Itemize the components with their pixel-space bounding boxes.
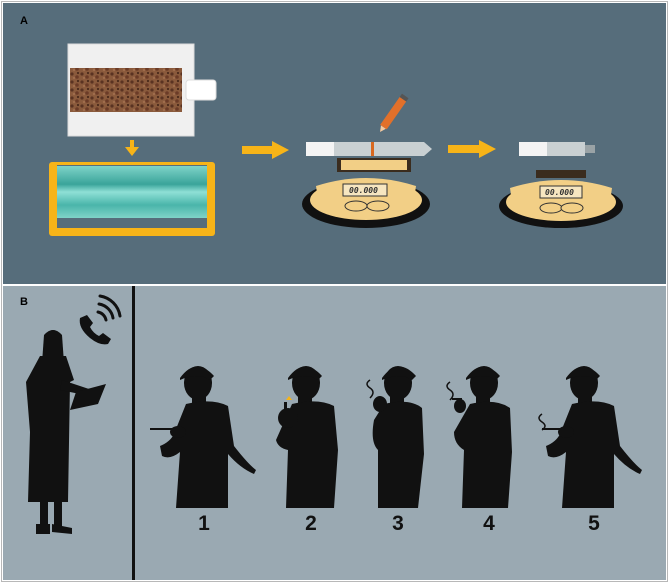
subject-number-4: 4	[483, 512, 495, 535]
smoker-silhouette-4	[446, 366, 512, 508]
smoker-silhouette-5	[538, 366, 642, 508]
arrow-down-icon	[125, 140, 139, 156]
interviewer-silhouette	[26, 330, 106, 534]
cigarette-with-mark	[306, 142, 432, 156]
panel-divider	[132, 286, 135, 580]
subject-number-5: 5	[588, 512, 600, 535]
scale-2-display: 00.000	[545, 188, 574, 197]
rolling-machine	[49, 162, 215, 236]
smoked-cigarette	[519, 142, 595, 156]
panel-b-label: B	[20, 296, 28, 308]
subject-number-3: 3	[392, 512, 404, 535]
subject-number-1: 1	[198, 512, 210, 535]
tobacco-bag	[67, 43, 217, 137]
panel-a-label: A	[20, 15, 28, 27]
scale-2	[499, 170, 623, 228]
subject-number-2: 2	[305, 512, 317, 535]
scale-1	[302, 158, 430, 228]
arrow-right-icon	[448, 140, 496, 158]
pencil-icon	[380, 93, 409, 132]
scale-1-display: 00.000	[349, 186, 378, 195]
smoker-silhouette-3	[366, 366, 424, 508]
arrow-right-icon	[242, 141, 289, 159]
phone-ringing-icon	[79, 294, 122, 345]
smoker-silhouette-1	[150, 366, 256, 508]
smoker-silhouette-2	[276, 366, 338, 508]
